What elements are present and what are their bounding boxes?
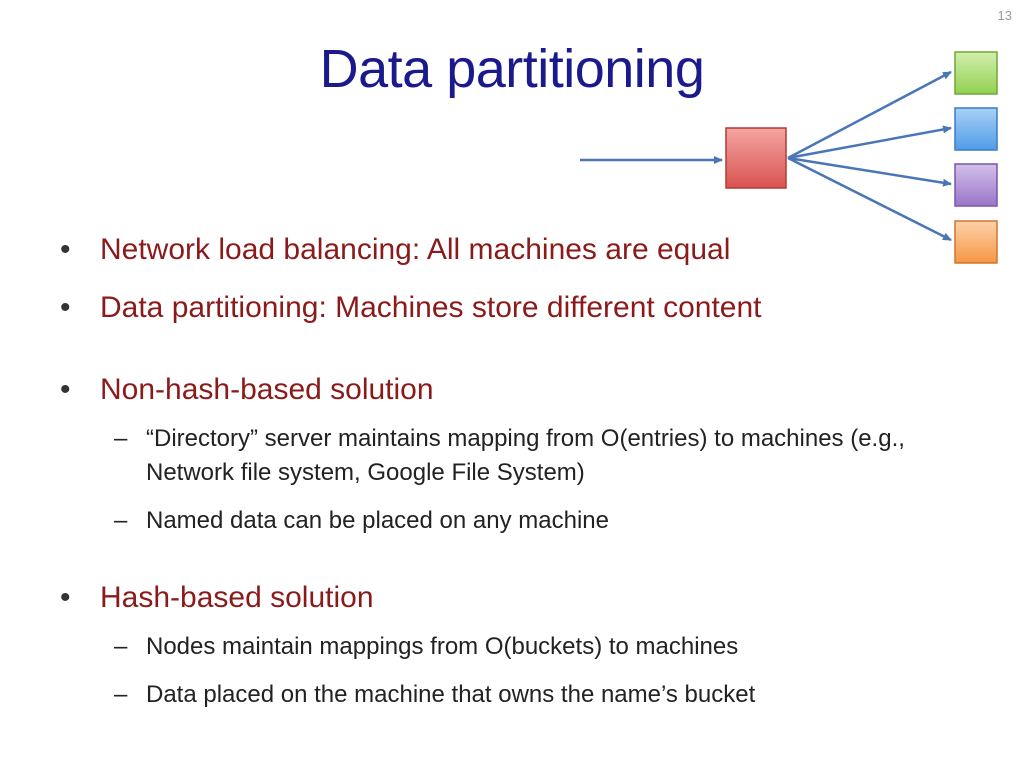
router-box: [725, 127, 787, 189]
sub-bullet-item: – Data placed on the machine that owns t…: [60, 678, 980, 712]
bullet-list: • Network load balancing: All machines a…: [60, 232, 980, 712]
page-number: 13: [997, 8, 1012, 23]
sub-bullet-marker: –: [114, 507, 128, 534]
bullet-marker: •: [60, 233, 71, 266]
sub-bullet-item: – Nodes maintain mappings from O(buckets…: [60, 630, 980, 664]
sub-bullet-text: Nodes maintain mappings from O(buckets) …: [146, 633, 739, 660]
bullet-item: • Network load balancing: All machines a…: [60, 232, 980, 268]
bullet-item: • Hash-based solution: [60, 580, 980, 616]
bullet-item: • Data partitioning: Machines store diff…: [60, 290, 980, 326]
sub-bullet-marker: –: [114, 681, 128, 708]
machine-box-green: [954, 51, 998, 95]
bullet-marker: •: [60, 581, 71, 614]
arrow-to-blue: [787, 125, 952, 160]
partitioning-diagram: [580, 51, 998, 264]
arrow-to-orange: [787, 156, 952, 242]
bullet-marker: •: [60, 291, 71, 324]
slide-title: Data partitioning: [319, 39, 705, 99]
machine-box-orange: [954, 220, 998, 264]
sub-bullet-text: “Directory” server maintains mapping fro…: [146, 425, 905, 486]
bullet-text: Network load balancing: All machines are…: [100, 233, 731, 266]
bullet-item: • Non-hash-based solution: [60, 372, 980, 408]
machine-box-purple: [954, 163, 998, 207]
bullet-text: Hash-based solution: [100, 581, 374, 614]
bullet-text: Data partitioning: Machines store differ…: [100, 291, 762, 324]
sub-bullet-item: – Named data can be placed on any machin…: [60, 504, 980, 538]
sub-bullet-marker: –: [114, 425, 128, 452]
sub-bullet-text: Data placed on the machine that owns the…: [146, 681, 756, 708]
bullet-marker: •: [60, 373, 71, 406]
sub-bullet-marker: –: [114, 633, 128, 660]
bullet-text: Non-hash-based solution: [100, 373, 434, 406]
machine-box-blue: [954, 107, 998, 151]
arrow-to-purple: [787, 156, 952, 187]
arrow-to-green: [787, 70, 952, 160]
sub-bullet-text: Named data can be placed on any machine: [146, 507, 609, 534]
sub-bullet-item: – “Directory” server maintains mapping f…: [60, 422, 936, 490]
